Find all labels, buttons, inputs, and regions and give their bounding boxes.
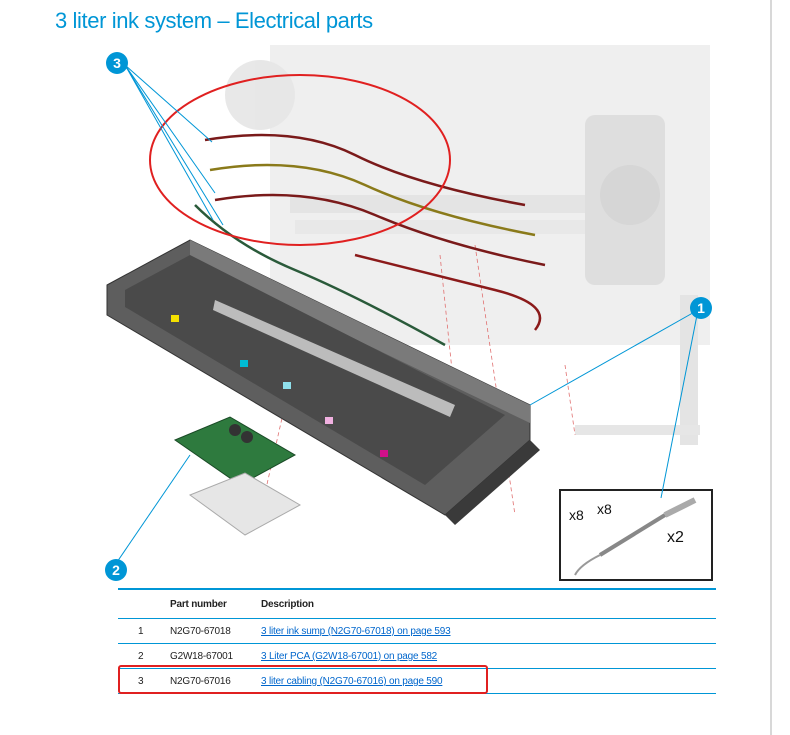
syringe-illustration	[574, 497, 697, 576]
callout-leaders	[114, 64, 699, 566]
callout-3: 3	[106, 52, 128, 74]
callout-2: 2	[105, 559, 127, 581]
table-row: 1 N2G70-67018 3 liter ink sump (N2G70-67…	[118, 619, 716, 644]
pca-board	[173, 416, 302, 536]
table-top-rule	[118, 588, 716, 590]
row-highlight-box	[118, 665, 488, 694]
kit-quantity-label-b: x8	[597, 501, 612, 517]
ink-sump-tray	[106, 239, 540, 525]
cabling-highlight-ellipse	[149, 74, 451, 246]
row-part-number: N2G70-67016	[170, 676, 231, 687]
exploded-parts-diagram: 3 1 2 x8 x8 x2	[95, 45, 720, 585]
header-part-number: Part number	[170, 599, 227, 610]
kit-quantity-label-a: x8	[569, 507, 584, 523]
kit-quantity-label-c: x2	[667, 529, 684, 546]
callout-1: 1	[690, 297, 712, 319]
row-index: 3	[138, 676, 144, 687]
row-index: 1	[138, 626, 144, 637]
row-description-link[interactable]: 3 liter cabling (N2G70-67016) on page 59…	[261, 676, 443, 687]
page-edge-line	[770, 0, 772, 735]
row-description-link[interactable]: 3 Liter PCA (G2W18-67001) on page 582	[261, 651, 438, 662]
row-description-link[interactable]: 3 liter ink sump (N2G70-67018) on page 5…	[261, 626, 451, 637]
row-index: 2	[138, 651, 144, 662]
page-title: 3 liter ink system – Electrical parts	[55, 8, 373, 33]
row-part-number: G2W18-67001	[170, 651, 233, 662]
table-row: 2 G2W18-67001 3 Liter PCA (G2W18-67001) …	[118, 644, 716, 669]
header-description: Description	[261, 599, 314, 610]
printer-background	[225, 45, 710, 445]
table-header-row: Part number Description	[118, 590, 716, 619]
cabling	[194, 133, 546, 347]
row-part-number: N2G70-67018	[170, 626, 231, 637]
